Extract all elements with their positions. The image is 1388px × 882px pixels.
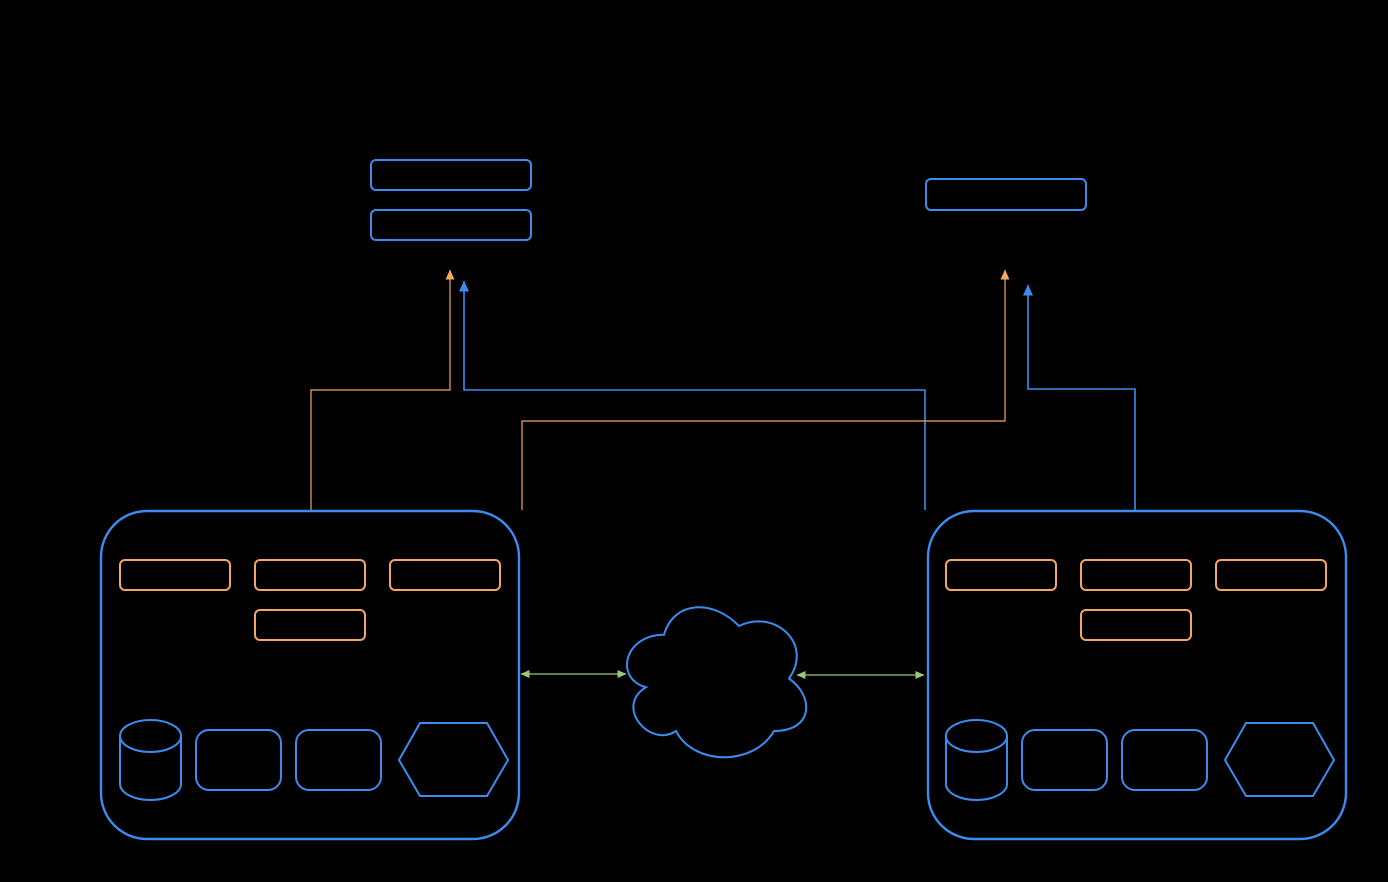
connector-left-system-to-top-left-boxes[interactable] (310, 269, 455, 510)
left-service-box-4[interactable] (254, 609, 366, 641)
right-database-cylinder[interactable] (945, 719, 1008, 801)
left-database-cylinder[interactable] (119, 719, 182, 801)
left-hexagon-node[interactable] (397, 722, 510, 797)
top-left-box-upper[interactable] (370, 159, 532, 191)
top-left-box-lower[interactable] (370, 209, 532, 241)
right-hexagon-node[interactable] (1223, 722, 1336, 797)
left-service-box-2[interactable] (254, 559, 366, 591)
left-service-box-3[interactable] (389, 559, 501, 591)
right-system-group (926, 509, 1348, 841)
connector-right-system-to-top-left-boxes[interactable] (459, 280, 926, 510)
connector-left-system-to-top-right-box[interactable] (521, 269, 1010, 510)
cloud-group (626, 606, 808, 759)
left-node-box-2[interactable] (295, 729, 382, 791)
right-service-box-1[interactable] (945, 559, 1057, 591)
top-right-box[interactable] (925, 178, 1087, 211)
right-system-container[interactable] (926, 509, 1348, 841)
right-service-box-3[interactable] (1215, 559, 1327, 591)
left-node-box-1[interactable] (195, 729, 282, 791)
right-service-box-4[interactable] (1080, 609, 1192, 641)
right-node-box-1[interactable] (1021, 729, 1108, 791)
network-cloud[interactable] (626, 606, 808, 759)
left-system-group (99, 509, 521, 841)
left-service-box-1[interactable] (119, 559, 231, 591)
left-system-container[interactable] (99, 509, 521, 841)
right-node-box-2[interactable] (1121, 729, 1208, 791)
connector-right-system-to-top-right-box[interactable] (1023, 284, 1136, 510)
right-service-box-2[interactable] (1080, 559, 1192, 591)
